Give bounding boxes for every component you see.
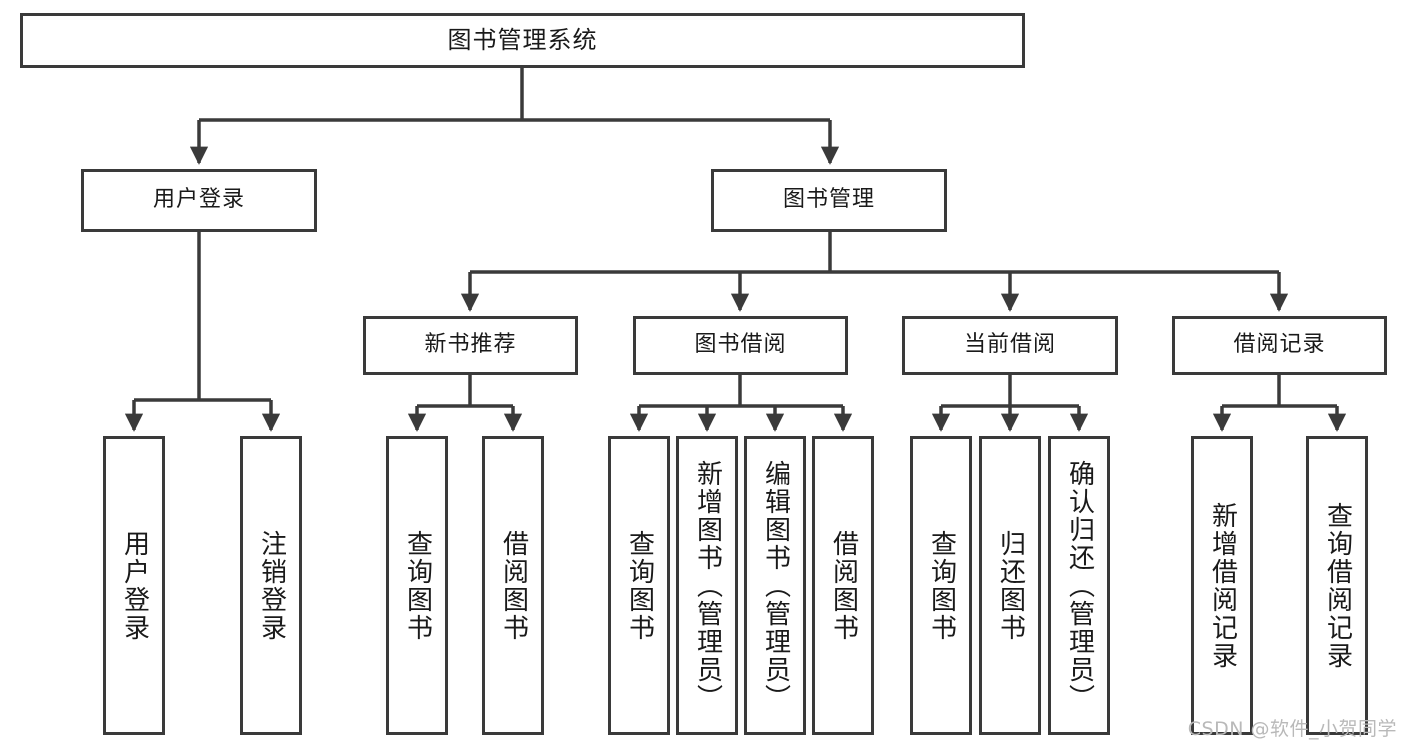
leaf-current-borrow-query-book[interactable]: 查询图书 <box>910 436 972 735</box>
leaf-book-borrow-borrow-book[interactable]: 借阅图书 <box>812 436 874 735</box>
leaf-borrow-record-add-record[interactable]: 新增借阅记录 <box>1191 436 1253 735</box>
node-book-borrow[interactable]: 图书借阅 <box>633 316 848 375</box>
node-label: 当前借阅 <box>963 332 1056 358</box>
node-label: 编辑图书（管理员） <box>760 459 791 712</box>
node-label: 注销登录 <box>256 529 287 642</box>
leaf-book-borrow-add-book[interactable]: 新增图书（管理员） <box>676 436 738 735</box>
node-new-book-recommend[interactable]: 新书推荐 <box>363 316 578 375</box>
leaf-borrow-record-query-record[interactable]: 查询借阅记录 <box>1306 436 1368 735</box>
node-label: 确认归还（管理员） <box>1064 459 1095 712</box>
leaf-new-book-query-book[interactable]: 查询图书 <box>386 436 448 735</box>
leaf-book-borrow-edit-book[interactable]: 编辑图书（管理员） <box>744 436 806 735</box>
leaf-user-login-logout[interactable]: 注销登录 <box>240 436 302 735</box>
node-borrow-record[interactable]: 借阅记录 <box>1172 316 1387 375</box>
node-label: 新增图书（管理员） <box>692 459 723 712</box>
node-label: 查询图书 <box>402 529 433 642</box>
node-label: 借阅记录 <box>1233 332 1326 358</box>
node-label: 图书借阅 <box>694 332 787 358</box>
node-book-management[interactable]: 图书管理 <box>711 169 947 232</box>
node-label: 借阅图书 <box>498 529 529 642</box>
leaf-new-book-borrow-book[interactable]: 借阅图书 <box>482 436 544 735</box>
node-label: 查询图书 <box>624 529 655 642</box>
node-user-login[interactable]: 用户登录 <box>81 169 317 232</box>
leaf-book-borrow-query-book[interactable]: 查询图书 <box>608 436 670 735</box>
node-label: 查询借阅记录 <box>1322 501 1353 670</box>
node-label: 图书管理系统 <box>447 26 598 55</box>
node-label: 新增借阅记录 <box>1207 501 1238 670</box>
node-root-system[interactable]: 图书管理系统 <box>20 13 1025 68</box>
node-label: 用户登录 <box>119 529 150 642</box>
node-current-borrow[interactable]: 当前借阅 <box>902 316 1118 375</box>
node-label: 借阅图书 <box>828 529 859 642</box>
watermark-text: CSDN @软件_小贺同学 <box>1187 718 1397 740</box>
node-label: 查询图书 <box>926 529 957 642</box>
node-label: 归还图书 <box>995 529 1026 642</box>
leaf-current-borrow-return-book[interactable]: 归还图书 <box>979 436 1041 735</box>
node-label: 图书管理 <box>782 187 875 213</box>
leaf-current-borrow-confirm-return[interactable]: 确认归还（管理员） <box>1048 436 1110 735</box>
leaf-user-login-login[interactable]: 用户登录 <box>103 436 165 735</box>
node-label: 新书推荐 <box>424 332 517 358</box>
node-label: 用户登录 <box>152 187 245 213</box>
